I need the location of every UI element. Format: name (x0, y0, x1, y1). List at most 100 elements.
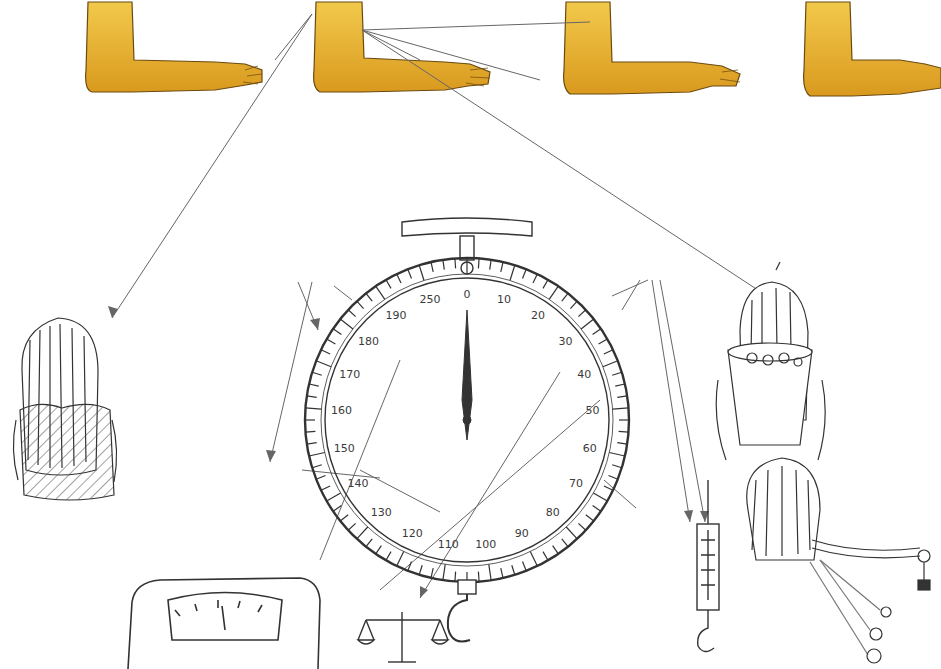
dial-tick (348, 523, 355, 530)
dial-number: 250 (419, 294, 440, 305)
dial-tick (609, 476, 618, 480)
dial-tick (599, 339, 608, 344)
dial-tick (386, 552, 391, 561)
dial-tick (309, 384, 319, 386)
dial-tick (305, 419, 315, 420)
dial-tick (333, 506, 341, 512)
dial-tick (397, 274, 401, 283)
dial-number: 100 (475, 539, 496, 550)
dial-tick (443, 260, 444, 270)
dial-tick (333, 329, 341, 335)
dial-tick (357, 301, 364, 308)
dial-number: 10 (497, 294, 511, 305)
dial-tick (593, 493, 607, 501)
dial-tick (316, 476, 325, 480)
dial-tick (581, 319, 594, 329)
dial-tick (578, 523, 585, 530)
dial-number: 130 (371, 507, 392, 518)
dial-tick (615, 384, 625, 386)
dial-tick (593, 506, 601, 512)
dial-tick (566, 527, 577, 539)
dial-number: 90 (515, 528, 529, 539)
dial-tick (357, 527, 368, 539)
dial-number: 80 (546, 507, 560, 518)
dial-tick (562, 539, 568, 547)
dial-tick (397, 552, 404, 567)
dial-number: 40 (577, 369, 591, 380)
dial-tick (490, 260, 491, 270)
dial-number: 190 (386, 310, 407, 321)
dial-tick (543, 552, 548, 561)
dial-tick (340, 319, 353, 329)
dial-tick (306, 431, 316, 433)
dial-tick (419, 265, 424, 280)
dial-tick (578, 310, 585, 317)
weights-figure (747, 458, 930, 663)
dial-tick (617, 396, 627, 397)
dial-tick (431, 568, 433, 578)
dial-number: 20 (531, 310, 545, 321)
dial-tick (603, 361, 618, 367)
dial-number: 120 (402, 528, 423, 539)
dial-number: 150 (334, 443, 355, 454)
dial-tick (316, 361, 331, 367)
dial-tick (466, 258, 467, 274)
dial-tick (530, 552, 537, 567)
dial-tick (307, 443, 317, 444)
dial-tick (619, 419, 629, 420)
dial-tick (549, 286, 558, 299)
dial-tick (619, 431, 629, 433)
balance-scale (358, 612, 448, 662)
dial-tick (376, 546, 382, 554)
dial-tick (586, 515, 594, 521)
dial-tick (523, 562, 527, 571)
arm-drawing (86, 2, 941, 96)
backpack-figure (13, 318, 116, 500)
dial-tick (306, 408, 322, 409)
dial-number: 110 (438, 539, 459, 550)
dial-tick (327, 339, 336, 344)
dial-tick (543, 280, 548, 289)
dial-tick (321, 350, 330, 354)
dial-number: 180 (358, 336, 379, 347)
dial-tick (501, 568, 503, 578)
dial-tick (386, 280, 391, 289)
dial-tick (617, 443, 627, 444)
dial-tick (366, 539, 372, 547)
leader-lines (112, 14, 770, 598)
bucket-figure (716, 262, 825, 460)
spring-scale (697, 480, 719, 652)
dial-tick (431, 262, 433, 272)
dial-tick (454, 259, 456, 269)
dial-number: 70 (569, 478, 583, 489)
dial-tick (604, 486, 613, 490)
dial-number: 60 (583, 443, 597, 454)
dial-tick (613, 408, 629, 409)
dial-tick (478, 572, 480, 582)
dial-tick (593, 329, 601, 335)
dial-tick (604, 350, 613, 354)
dial-number: 160 (331, 405, 352, 416)
dial-tick (454, 572, 456, 582)
dial-tick (309, 453, 325, 457)
dial-number: 50 (586, 405, 600, 416)
dial-tick (419, 565, 422, 575)
dial-number: 0 (464, 289, 471, 300)
dial-tick (408, 269, 412, 278)
dial-tick (612, 372, 622, 375)
dial-tick (443, 564, 445, 580)
dial-tick (366, 293, 372, 301)
dial-scale (305, 218, 629, 642)
dial-number: 140 (347, 478, 368, 489)
dial-tick (501, 262, 503, 272)
dial-tick (307, 396, 317, 397)
dial-tick (510, 265, 515, 280)
dial-tick (523, 269, 527, 278)
dial-tick (408, 562, 412, 571)
dial-tick (512, 565, 515, 575)
dial-number: 30 (559, 336, 573, 347)
dial-number: 170 (339, 369, 360, 380)
dial-tick (609, 453, 625, 457)
dial-tick (340, 515, 348, 521)
